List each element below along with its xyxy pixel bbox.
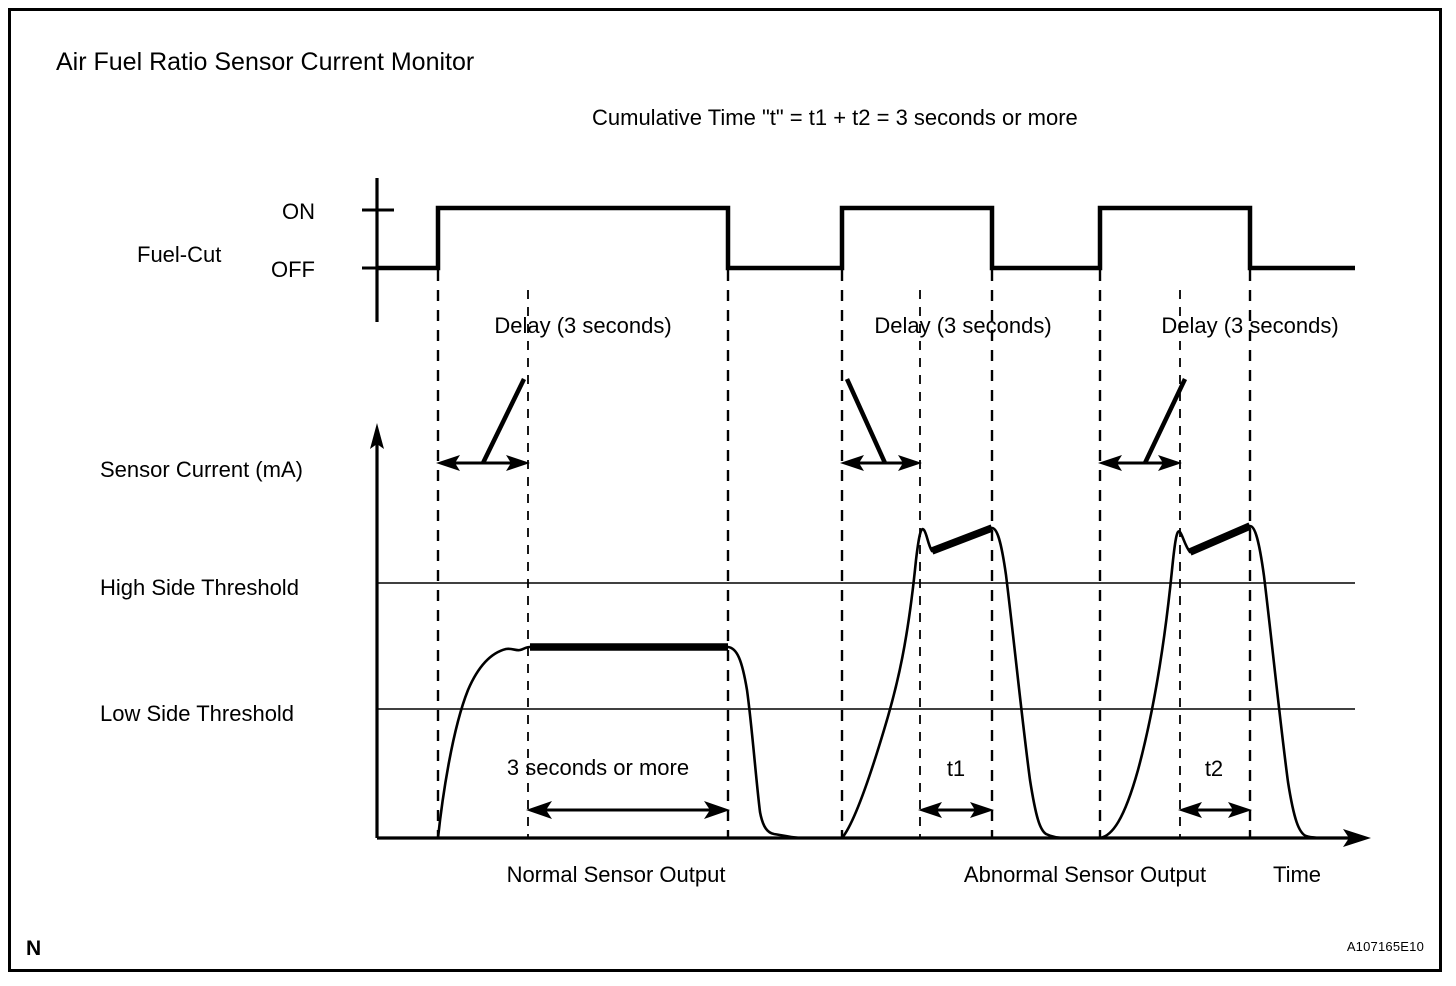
normal-region-label: Normal Sensor Output — [507, 862, 726, 887]
delay-dimension-2 — [840, 378, 922, 471]
subtitle-cumulative-time: Cumulative Time "t" = t1 + t2 = 3 second… — [592, 105, 1078, 130]
delay-label-1: Delay (3 seconds) — [494, 313, 671, 338]
abnormal-sensor-output-curve-t1 — [840, 526, 1102, 840]
abnormal-region-label: Abnormal Sensor Output — [964, 862, 1206, 887]
abnormal-output-bold-segment-t2 — [1188, 522, 1252, 556]
figure-frame — [8, 8, 1442, 972]
t1-dimension — [918, 802, 994, 818]
fuel-cut-row-label: Fuel-Cut — [137, 242, 221, 267]
t2-dimension — [1178, 802, 1252, 818]
sensor-current-axis-label: Sensor Current (mA) — [100, 457, 303, 482]
abnormal-sensor-output-curve-t2 — [1098, 524, 1332, 840]
t1-label: t1 — [947, 756, 965, 781]
figure-code: A107165E10 — [1347, 939, 1424, 954]
time-axis-label: Time — [1273, 862, 1321, 887]
duration-dimension-normal — [526, 801, 730, 819]
delay-dimension-1 — [436, 378, 530, 471]
duration-label-normal: 3 seconds or more — [507, 755, 689, 780]
delay-dimension-3 — [1098, 378, 1188, 471]
delay-label-2: Delay (3 seconds) — [874, 313, 1051, 338]
abnormal-output-bold-segment-t1 — [930, 524, 994, 555]
page-title: Air Fuel Ratio Sensor Current Monitor — [56, 48, 474, 76]
corner-marker-n: N — [26, 937, 41, 960]
fuel-cut-on-label: ON — [282, 199, 315, 224]
delay-label-3: Delay (3 seconds) — [1161, 313, 1338, 338]
low-threshold-label: Low Side Threshold — [100, 701, 294, 726]
t2-label: t2 — [1205, 756, 1223, 781]
fuel-cut-waveform — [377, 205, 1355, 271]
sensor-x-axis-arrowhead — [1343, 829, 1371, 847]
fuel-cut-off-label: OFF — [271, 257, 315, 282]
sensor-y-axis-arrowhead — [370, 423, 384, 449]
high-threshold-label: High Side Threshold — [100, 575, 299, 600]
